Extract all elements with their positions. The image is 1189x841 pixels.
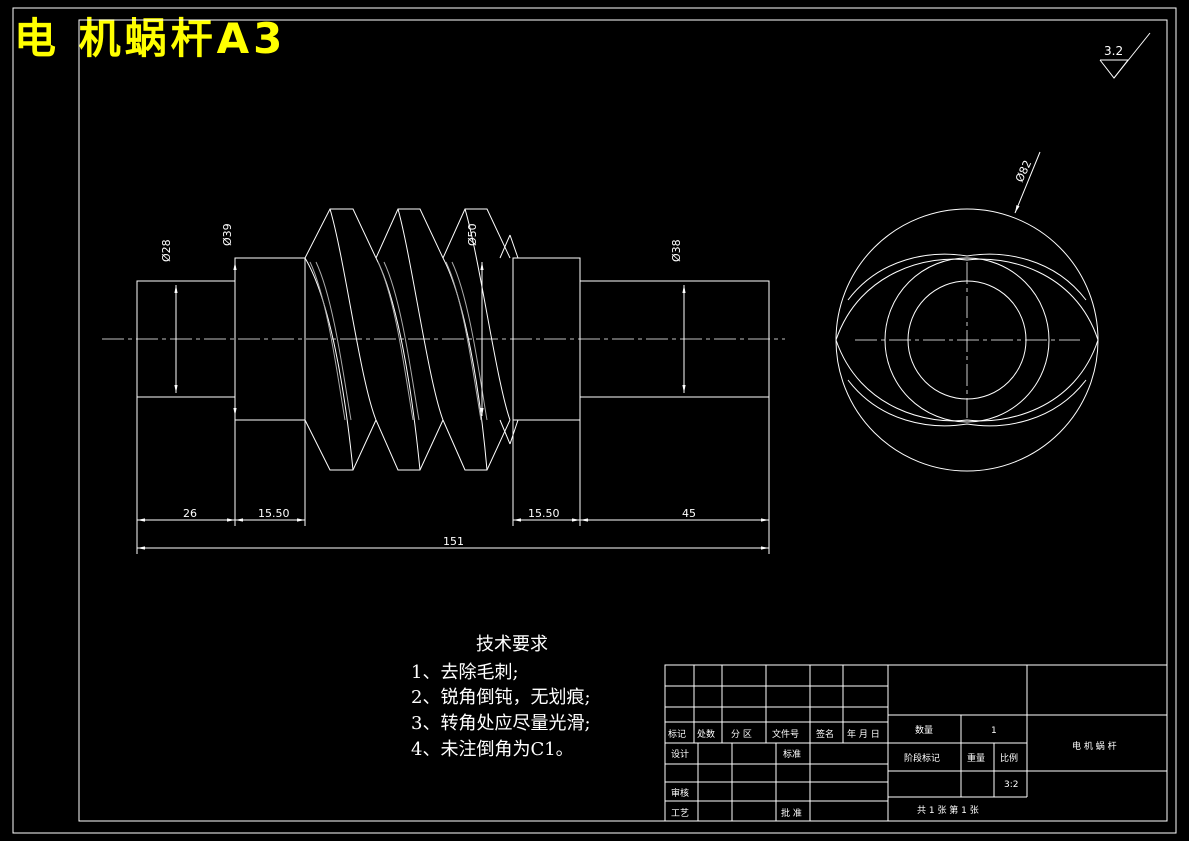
roughness-value: 3.2 bbox=[1104, 44, 1123, 58]
dim-d3: Ø50 bbox=[466, 223, 479, 246]
dim-l1: 26 bbox=[183, 507, 197, 520]
tb-count: 处数 bbox=[697, 728, 715, 740]
title-block-text: 标记 处数 分 区 文件号 签名 年 月 日 设计 标准 审核 工艺 批 准 数… bbox=[668, 724, 1117, 819]
tb-weight: 重量 bbox=[967, 752, 985, 764]
requirement-item-3: 3、转角处应尽量光滑; bbox=[411, 713, 591, 734]
length-dims bbox=[136, 397, 770, 554]
tb-standard: 标准 bbox=[783, 748, 801, 760]
requirements-heading: 技术要求 bbox=[476, 634, 548, 655]
tb-date: 年 月 日 bbox=[847, 728, 880, 740]
tb-signature: 签名 bbox=[816, 728, 834, 740]
dim-l3: 15.50 bbox=[528, 507, 560, 520]
tb-zone: 分 区 bbox=[731, 729, 752, 740]
tb-approve: 批 准 bbox=[781, 807, 802, 819]
tb-review: 审核 bbox=[671, 787, 689, 799]
dim-d1: Ø28 bbox=[160, 239, 173, 262]
tb-marker: 标记 bbox=[668, 728, 686, 740]
tb-process: 工艺 bbox=[671, 808, 689, 819]
tb-quantity-label: 数量 bbox=[915, 724, 933, 736]
requirement-item-1: 1、去除毛刺; bbox=[411, 662, 519, 683]
requirement-item-4: 4、未注倒角为C1。 bbox=[411, 739, 574, 760]
roughness-symbol bbox=[1099, 32, 1151, 79]
diameter-dims-front bbox=[174, 262, 686, 416]
dim-l2: 15.50 bbox=[258, 507, 290, 520]
dim-d4: Ø38 bbox=[670, 239, 683, 262]
tb-quantity-value: 1 bbox=[991, 726, 997, 736]
title-block bbox=[664, 664, 1168, 822]
tb-sheets: 共 1 张 第 1 张 bbox=[917, 804, 979, 816]
dim-d-outer: Ø82 bbox=[1013, 158, 1034, 184]
tb-part-name: 电 机 蜗 杆 bbox=[1072, 740, 1117, 752]
worm-shaft-side-view bbox=[835, 151, 1099, 472]
outer-border bbox=[12, 7, 1177, 834]
worm-shaft-front-view bbox=[102, 208, 785, 471]
tb-doc-no: 文件号 bbox=[772, 728, 799, 740]
tb-scale-label: 比例 bbox=[1000, 752, 1018, 764]
inner-border bbox=[78, 19, 1168, 822]
drawing-title: 电 机蜗杆A3 bbox=[14, 14, 287, 63]
tb-stage-mark: 阶段标记 bbox=[904, 752, 940, 764]
dim-d2: Ø39 bbox=[221, 223, 234, 246]
tb-design: 设计 bbox=[671, 748, 689, 760]
tb-scale-value: 3:2 bbox=[1004, 780, 1018, 790]
requirement-item-2: 2、锐角倒钝，无划痕; bbox=[411, 687, 591, 708]
dim-l4: 45 bbox=[682, 507, 696, 520]
dim-total: 151 bbox=[443, 535, 464, 548]
